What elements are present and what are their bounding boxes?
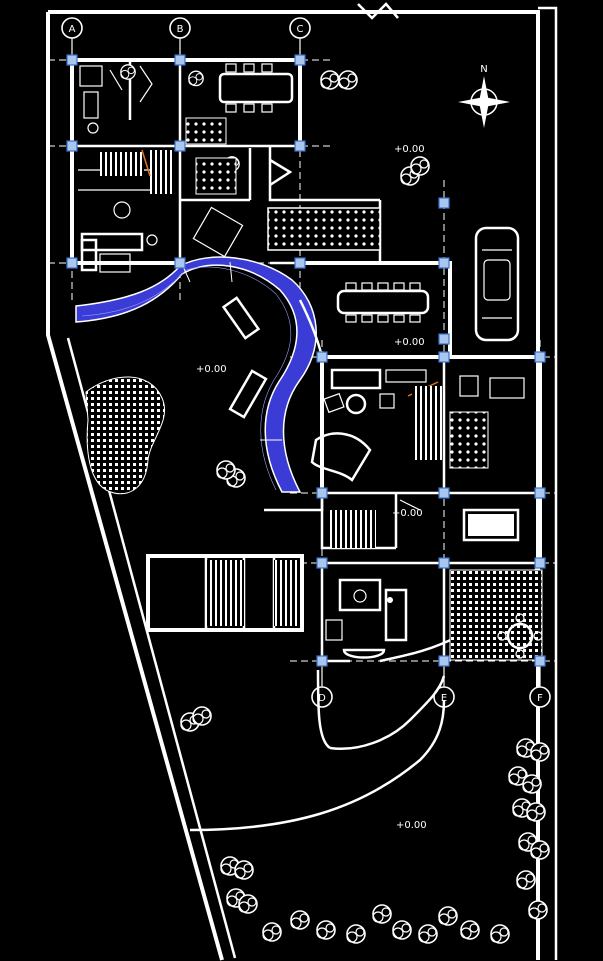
grid-bubble-c: [289, 17, 311, 39]
kitchen-tiles-right: [412, 375, 543, 661]
swimming-pool: [75, 256, 317, 493]
level-mark-entry: +0.00: [392, 508, 423, 519]
column: [316, 655, 328, 667]
column: [438, 487, 450, 499]
column: [316, 487, 328, 499]
dining-table-upper: [218, 63, 294, 113]
outdoor-loungers: [221, 296, 268, 419]
structural-columns: [66, 54, 546, 667]
level-mark-garden: +0.00: [396, 820, 427, 831]
grid-bubbles-top: A B C: [61, 17, 311, 60]
level-mark-terrace: +0.00: [394, 337, 425, 348]
living-room-furniture: [80, 201, 244, 273]
column: [294, 257, 306, 269]
column: [534, 487, 546, 499]
driveway: [189, 669, 446, 832]
column: [294, 140, 306, 152]
column: [438, 197, 450, 209]
grid-bubbles-bottom: D E F: [311, 661, 551, 708]
kitchen-tiles: [185, 117, 381, 251]
grid-bubble-b: [169, 17, 191, 39]
column: [66, 257, 78, 269]
grid-label-a: A: [69, 24, 76, 35]
column: [438, 655, 450, 667]
north-compass: N: [458, 64, 510, 128]
column: [438, 333, 450, 345]
garden-round-table: [497, 613, 543, 659]
service-block: [146, 554, 304, 632]
column: [174, 140, 186, 152]
column: [316, 557, 328, 569]
grid-label-c: C: [297, 24, 304, 35]
garden-bed: [85, 376, 165, 495]
column: [438, 351, 450, 363]
dining-table-mid: [336, 282, 430, 323]
grid-label-f: F: [537, 693, 543, 704]
column: [534, 351, 546, 363]
column: [66, 140, 78, 152]
grid-label-b: B: [177, 24, 184, 35]
bathroom-fixtures: [79, 65, 153, 134]
north-label: N: [480, 64, 487, 75]
parked-car: [474, 226, 520, 342]
staircase-upper: [100, 149, 172, 194]
level-mark-kitchen: +0.00: [394, 144, 425, 155]
column: [294, 54, 306, 66]
column: [174, 257, 186, 269]
column: [438, 557, 450, 569]
bathroom-suite: [325, 578, 408, 659]
grid-label-d: D: [318, 693, 326, 704]
column: [438, 257, 450, 269]
column: [534, 655, 546, 667]
level-mark-pool: +0.00: [196, 364, 227, 375]
grid-label-e: E: [441, 693, 447, 704]
garden-trees: [180, 156, 550, 944]
grid-bubble-a: [61, 17, 83, 39]
column: [316, 351, 328, 363]
grid-bubble-f: [529, 686, 551, 708]
column: [174, 54, 186, 66]
entrance-gate: [357, 2, 399, 20]
level-marks: +0.00 +0.00 +0.00 +0.00 +0.00: [196, 144, 427, 831]
entry-stairs: [330, 508, 520, 548]
column: [534, 557, 546, 569]
column: [66, 54, 78, 66]
